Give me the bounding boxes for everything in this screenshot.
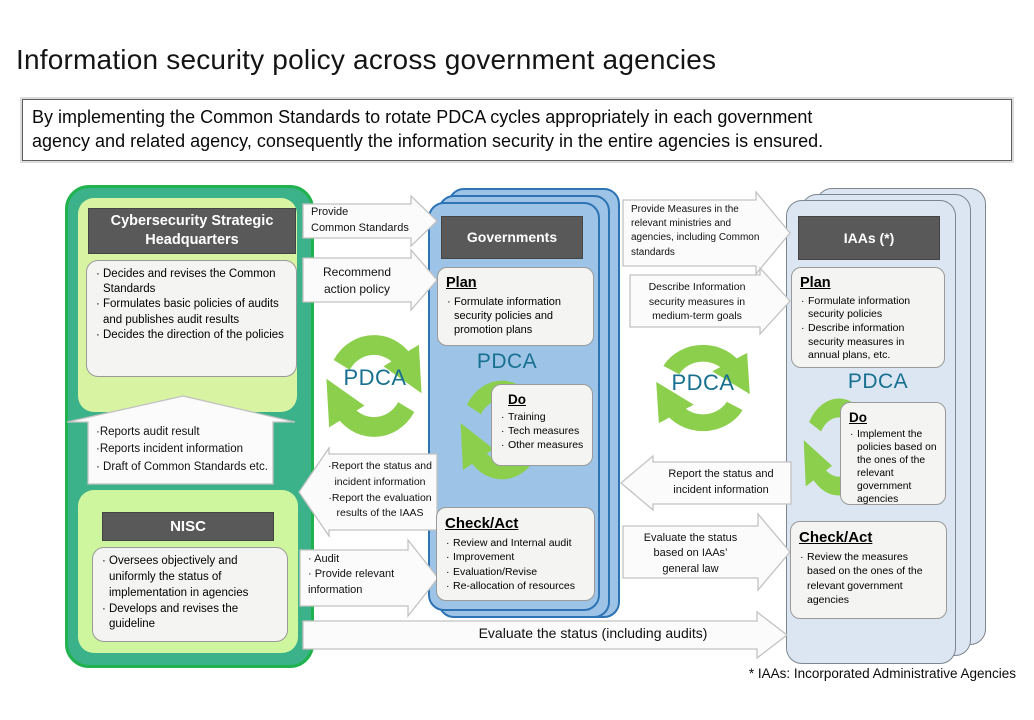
bullet-item: Decides and revises the Common Standards: [95, 267, 288, 297]
nisc-duties-list: Oversees objectively and uniformly the s…: [101, 554, 279, 633]
iaas-plan-list: Formulate information security policiesD…: [800, 295, 936, 363]
bullet-item: Describe information security measures i…: [800, 322, 936, 363]
bullet-item: Evaluation/Revise: [445, 565, 586, 579]
governments-checkact-list: Review and Internal auditImprovementEval…: [445, 536, 586, 593]
bullet-item: Formulate information security policies …: [446, 295, 585, 338]
page-title: Information security policy across gover…: [16, 44, 717, 75]
iaas-checkact-list: Review the measures based on the ones of…: [799, 550, 938, 607]
bullet-item: Formulates basic policies of audits and …: [95, 297, 288, 327]
left-arrow-shape: [298, 445, 438, 539]
right-arrow-shape: [622, 190, 791, 276]
bullet-item: Formulate information security policies: [800, 295, 936, 322]
report-up-arrow-label: ·Reports audit result ·Reports incident …: [96, 426, 268, 473]
plan-heading: Plan: [800, 275, 831, 291]
provide-common-standards-arrow: Provide Common Standards: [302, 194, 438, 248]
right-arrow-shape: [622, 512, 791, 592]
governments-plan-box: Plan Formulate information security poli…: [437, 267, 594, 346]
pdca-label-governments: PDCA: [476, 350, 538, 373]
cycle-arrows-icon: [656, 344, 750, 432]
iaas-do-list: Implement the policies based on the ones…: [849, 428, 937, 506]
pdca-cycle-icon-left: [312, 320, 436, 452]
checkact-heading: Check/Act: [445, 515, 519, 532]
evaluate-iaas-law-arrow: Evaluate the status based on IAAs’ gener…: [622, 512, 791, 592]
bullet-item: Training: [500, 411, 584, 425]
pdca-label-iaas: PDCA: [847, 370, 909, 393]
pdca-label-middle: PDCA: [671, 370, 735, 395]
right-arrow-shape: [302, 610, 789, 660]
bullet-item: Improvement: [445, 550, 586, 564]
provide-measures-arrow: Provide Measures in the relevant ministr…: [622, 190, 791, 276]
pdca-cycle-icon-middle: [642, 332, 764, 444]
headquarters-header: Cybersecurity Strategic Headquarters: [88, 208, 296, 254]
recommend-action-policy-label: Recommend action policy: [322, 265, 392, 296]
checkact-heading: Check/Act: [799, 529, 873, 546]
report-status-arrow: Report the status and incident informati…: [619, 454, 792, 512]
governments-do-list: TrainingTech measuresOther measures: [500, 411, 584, 453]
bullet-item: Implement the policies based on the ones…: [849, 428, 937, 506]
iaas-do-box: Do Implement the policies based on the o…: [840, 402, 946, 505]
recommend-action-policy-arrow: Recommend action policy: [302, 248, 438, 312]
describe-information-arrow: Describe Information security measures i…: [629, 266, 791, 336]
report-status-iaas-arrow: ·Report the status and incident informat…: [298, 445, 438, 539]
headquarters-duties-box: Decides and revises the Common Standards…: [86, 260, 297, 377]
bullet-item: Review the measures based on the ones of…: [799, 550, 938, 607]
do-heading: Do: [508, 392, 526, 407]
report-status-iaas-label: ·Report the status and incident informat…: [328, 460, 432, 520]
bullet-item: Other measures: [500, 439, 584, 453]
nisc-duties-box: Oversees objectively and uniformly the s…: [92, 547, 288, 642]
evaluate-iaas-law-label: Evaluate the status based on IAAs’ gener…: [643, 532, 738, 575]
pdca-label-left: PDCA: [343, 365, 407, 390]
governments-checkact-box: Check/Act Review and Internal auditImpro…: [436, 507, 595, 601]
governments-header: Governments: [441, 216, 583, 259]
governments-do-box: Do TrainingTech measuresOther measures: [491, 384, 593, 466]
bullet-item: Re-allocation of resources: [445, 579, 586, 593]
right-arrow-shape: [299, 538, 439, 618]
footnote: * IAAs: Incorporated Administrative Agen…: [748, 666, 1016, 681]
iaas-checkact-box: Check/Act Review the measures based on t…: [790, 521, 947, 619]
evaluate-status-audits-label: Evaluate the status (including audits): [478, 625, 708, 641]
plan-heading: Plan: [446, 275, 477, 291]
do-heading: Do: [849, 410, 867, 425]
describe-information-label: Describe Information security measures i…: [648, 281, 746, 323]
bullet-item: Decides the direction of the policies: [95, 328, 288, 343]
bullet-item: Develops and revises the guideline: [101, 602, 279, 634]
bullet-item: Oversees objectively and uniformly the s…: [101, 554, 279, 602]
audit-provide-label: · Audit · Provide relevant information: [308, 553, 395, 596]
bullet-item: Tech measures: [500, 425, 584, 439]
right-arrow-shape: [302, 194, 438, 248]
iaas-plan-box: Plan Formulate information security poli…: [791, 267, 945, 368]
headquarters-duties-list: Decides and revises the Common Standards…: [95, 267, 288, 343]
governments-plan-list: Formulate information security policies …: [446, 295, 585, 338]
right-arrow-shape: [302, 248, 438, 312]
left-arrow-shape: [619, 454, 792, 512]
subtitle-box: By implementing the Common Standards to …: [22, 99, 1012, 161]
report-status-label: Report the status and incident informati…: [668, 468, 774, 496]
bullet-item: Review and Internal audit: [445, 536, 586, 550]
iaas-header: IAAs (*): [798, 216, 940, 260]
right-arrow-shape: [629, 266, 791, 336]
nisc-header: NISC: [102, 512, 274, 541]
audit-provide-arrow: · Audit · Provide relevant information: [299, 538, 439, 618]
provide-measures-label: Provide Measures in the relevant ministr…: [631, 204, 760, 258]
report-up-arrow: ·Reports audit result ·Reports incident …: [66, 395, 310, 485]
evaluate-status-audits-arrow: Evaluate the status (including audits): [302, 610, 789, 660]
cycle-arrows-icon: [326, 335, 422, 437]
up-arrow-shape: [66, 395, 296, 485]
provide-common-standards-label: Provide Common Standards: [311, 206, 409, 234]
